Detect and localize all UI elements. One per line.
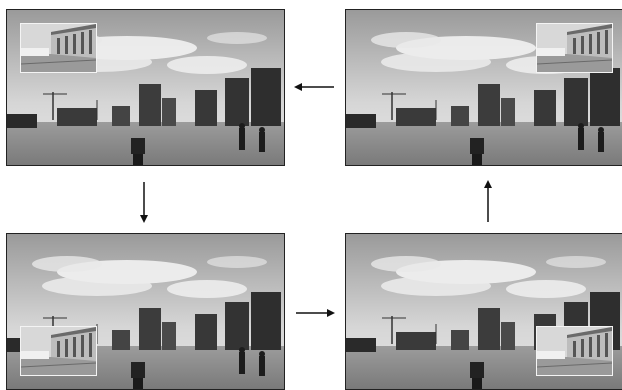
- frame-panel-top-left: [6, 9, 285, 166]
- inset-image: [536, 23, 613, 73]
- frame-panel-bottom-left: [6, 233, 285, 390]
- arrow-right-icon: [296, 309, 335, 317]
- frame-panel-top-right: [345, 9, 622, 166]
- arrow-left-icon: [294, 83, 334, 91]
- inset-image: [536, 326, 613, 376]
- inset-image: [20, 326, 97, 376]
- frame-panel-bottom-right: [345, 233, 622, 390]
- arrow-down-icon: [140, 182, 148, 223]
- inset-image: [20, 23, 97, 73]
- arrow-up-icon: [484, 180, 492, 222]
